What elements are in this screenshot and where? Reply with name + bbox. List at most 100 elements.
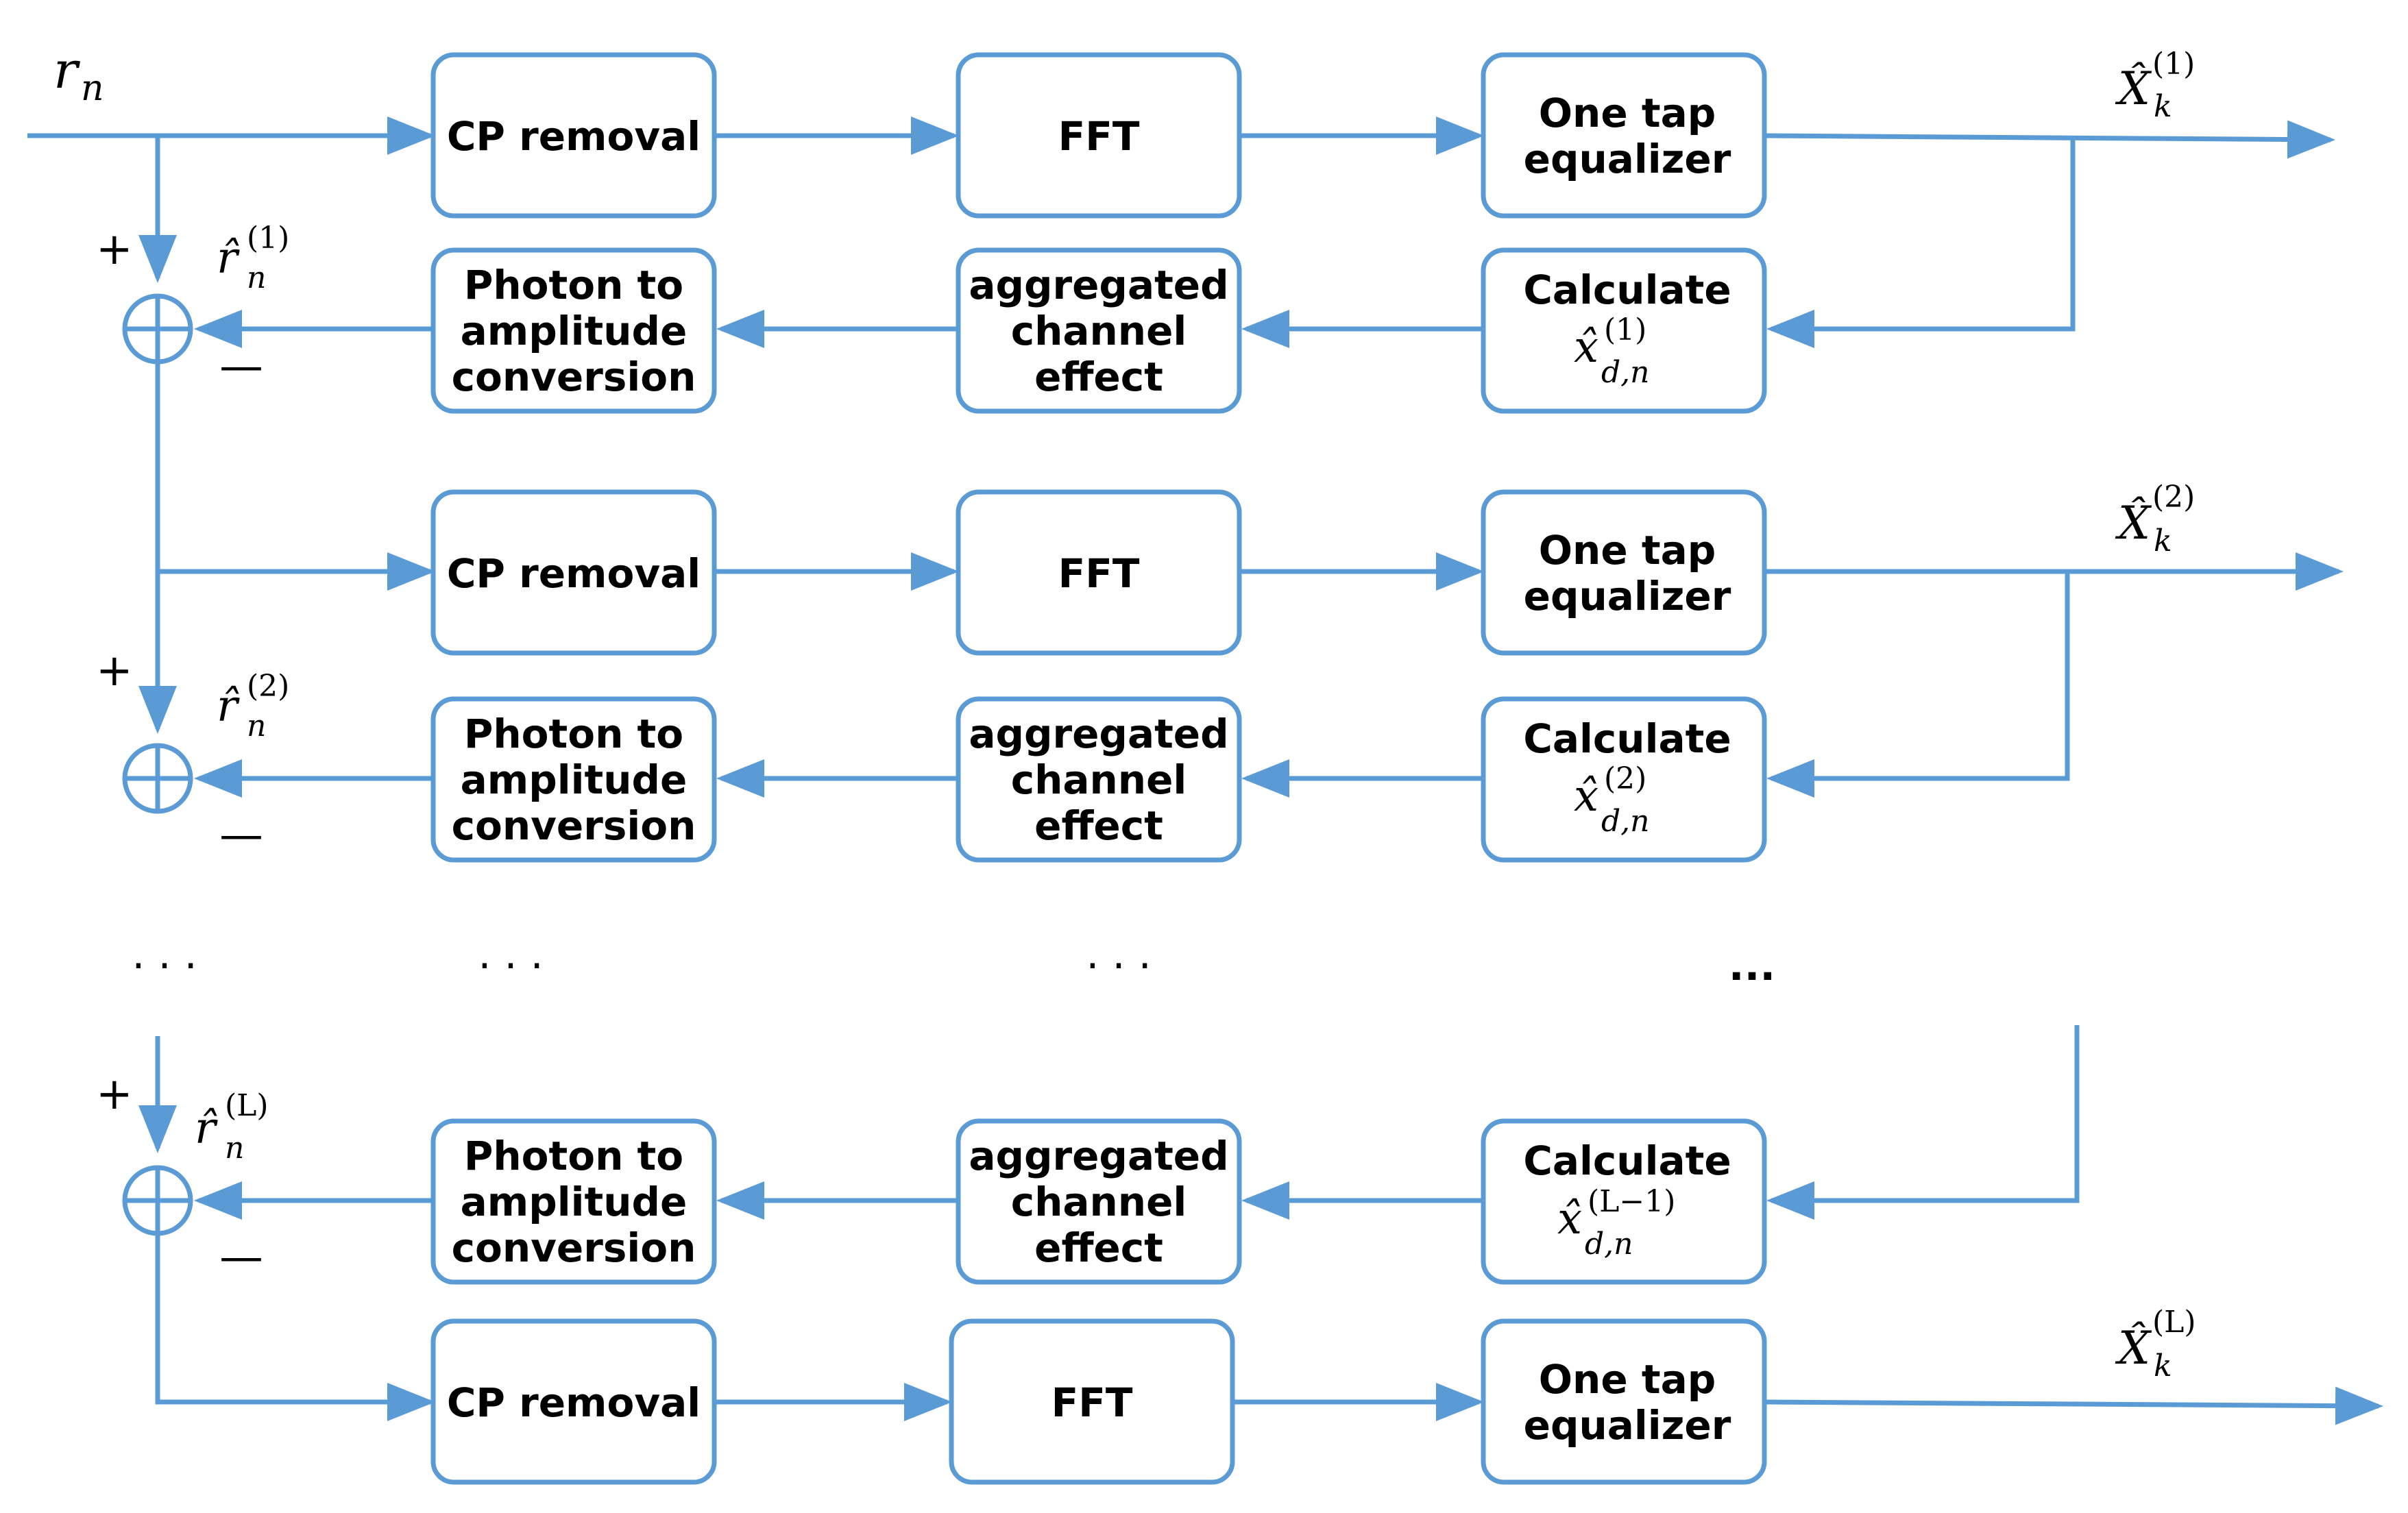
label-text: aggregated bbox=[969, 711, 1228, 757]
label-text: d,n bbox=[1585, 1227, 1633, 1262]
label-text: x̂ bbox=[1574, 322, 1598, 373]
label-text: x̂ bbox=[1574, 771, 1598, 822]
calculate-block: Calculate x̂ d,n (2) bbox=[1481, 696, 1767, 863]
label-text: d,n bbox=[1601, 804, 1650, 839]
label-text: n bbox=[225, 1131, 244, 1166]
plus-sign: + bbox=[96, 645, 133, 696]
label-text: d,n bbox=[1601, 355, 1650, 390]
label-text: (L) bbox=[2152, 1305, 2196, 1340]
output-label-1: X̂ k (1) bbox=[2115, 47, 2195, 124]
label-text: FFT bbox=[1058, 550, 1140, 597]
minus-sign: — bbox=[219, 810, 263, 861]
calculate-block: Calculate x̂ d,n (1) bbox=[1481, 247, 1767, 414]
label-text: One tap bbox=[1539, 527, 1716, 574]
summing-junction-2 bbox=[122, 743, 193, 814]
label-text: channel bbox=[1011, 308, 1187, 354]
label-text: conversion bbox=[452, 1225, 696, 1271]
label-text: (1) bbox=[2152, 47, 2195, 82]
cp-removal-block: CP removal bbox=[430, 52, 717, 219]
feedback-label-L: r̂ n (L) bbox=[195, 1088, 269, 1166]
label-text: channel bbox=[1011, 1179, 1187, 1225]
label-text: One tap bbox=[1539, 90, 1716, 136]
label-text: (1) bbox=[247, 221, 289, 256]
label-text: (2) bbox=[1604, 761, 1646, 796]
photon-to-amplitude-block: Photon to amplitude conversion bbox=[430, 1118, 717, 1285]
label-text: Photon to bbox=[464, 1133, 683, 1179]
input-signal-label: r n bbox=[53, 41, 104, 109]
label-text: (2) bbox=[2152, 480, 2195, 515]
label-text: effect bbox=[1034, 354, 1163, 400]
one-tap-equalizer-block: One tap equalizer bbox=[1481, 1318, 1767, 1485]
ellipsis: · · · bbox=[132, 942, 197, 990]
minus-sign: — bbox=[219, 341, 263, 392]
ellipsis: · · · bbox=[478, 942, 543, 990]
label-text: channel bbox=[1011, 756, 1187, 803]
label-text: equalizer bbox=[1524, 573, 1731, 619]
label-text: equalizer bbox=[1524, 1402, 1731, 1449]
label-text: Photon to bbox=[464, 711, 683, 757]
fft-block: FFT bbox=[949, 1318, 1235, 1485]
label-text: (L) bbox=[225, 1088, 269, 1123]
label-text: FFT bbox=[1058, 113, 1140, 160]
one-tap-equalizer-block: One tap equalizer bbox=[1481, 489, 1767, 656]
label-text: Calculate bbox=[1523, 715, 1731, 762]
label-text: r̂ bbox=[195, 1103, 218, 1154]
photon-to-amplitude-block: Photon to amplitude conversion bbox=[430, 247, 717, 414]
aggregated-channel-effect-block: aggregated channel effect bbox=[956, 247, 1242, 414]
label-text: n bbox=[81, 68, 104, 109]
label-text: conversion bbox=[452, 354, 696, 400]
label-text: amplitude bbox=[461, 756, 688, 803]
feedback-label-2: r̂ n (2) bbox=[217, 669, 289, 743]
label-text: k bbox=[2154, 524, 2172, 558]
label-text: r̂ bbox=[217, 681, 240, 732]
label-text: (2) bbox=[247, 669, 289, 704]
label-text: k bbox=[2154, 89, 2172, 124]
minus-sign: — bbox=[219, 1232, 263, 1283]
label-text: r bbox=[53, 41, 81, 100]
label-text: CP removal bbox=[447, 550, 701, 597]
label-text: X̂ bbox=[2115, 497, 2152, 550]
label-text: aggregated bbox=[969, 1133, 1228, 1179]
label-text: X̂ bbox=[2115, 1322, 2152, 1375]
label-text: k bbox=[2154, 1349, 2172, 1383]
feedback-label-1: r̂ n (1) bbox=[217, 221, 289, 295]
label-text: effect bbox=[1034, 1225, 1163, 1271]
fft-block: FFT bbox=[956, 52, 1242, 219]
label-text: n bbox=[247, 260, 266, 295]
output-label-L: X̂ k (L) bbox=[2115, 1305, 2196, 1383]
cp-removal-block: CP removal bbox=[430, 489, 717, 656]
plus-sign: + bbox=[96, 224, 133, 275]
fft-block: FFT bbox=[956, 489, 1242, 656]
calculate-block: Calculate x̂ d,n (L−1) bbox=[1481, 1118, 1767, 1285]
plus-sign: + bbox=[96, 1069, 133, 1120]
label-text: X̂ bbox=[2115, 62, 2152, 115]
label-text: amplitude bbox=[461, 1179, 688, 1225]
ellipsis: ... bbox=[1729, 942, 1775, 990]
label-text: n bbox=[247, 709, 266, 743]
label-text: equalizer bbox=[1524, 136, 1731, 182]
label-text: x̂ bbox=[1557, 1194, 1582, 1244]
one-tap-equalizer-block: One tap equalizer bbox=[1481, 52, 1767, 219]
label-text: Photon to bbox=[464, 262, 683, 308]
output-label-2: X̂ k (2) bbox=[2115, 480, 2195, 558]
cp-removal-block: CP removal bbox=[430, 1318, 717, 1485]
label-text: Calculate bbox=[1523, 267, 1731, 313]
label-text: CP removal bbox=[447, 113, 701, 160]
summing-junction-L bbox=[122, 1165, 193, 1236]
photon-to-amplitude-block: Photon to amplitude conversion bbox=[430, 696, 717, 863]
summing-junction-1 bbox=[122, 293, 193, 365]
aggregated-channel-effect-block: aggregated channel effect bbox=[956, 696, 1242, 863]
label-text: r̂ bbox=[217, 233, 240, 284]
label-text: conversion bbox=[452, 802, 696, 849]
label-text: effect bbox=[1034, 802, 1163, 849]
label-text: (L−1) bbox=[1588, 1184, 1675, 1219]
ellipsis: · · · bbox=[1086, 942, 1151, 990]
label-text: FFT bbox=[1051, 1379, 1133, 1426]
label-text: CP removal bbox=[447, 1379, 701, 1426]
label-text: aggregated bbox=[969, 262, 1228, 308]
label-text: (1) bbox=[1604, 312, 1646, 347]
aggregated-channel-effect-block: aggregated channel effect bbox=[956, 1118, 1242, 1285]
label-text: Calculate bbox=[1523, 1137, 1731, 1184]
label-text: amplitude bbox=[461, 308, 688, 354]
label-text: One tap bbox=[1539, 1356, 1716, 1403]
